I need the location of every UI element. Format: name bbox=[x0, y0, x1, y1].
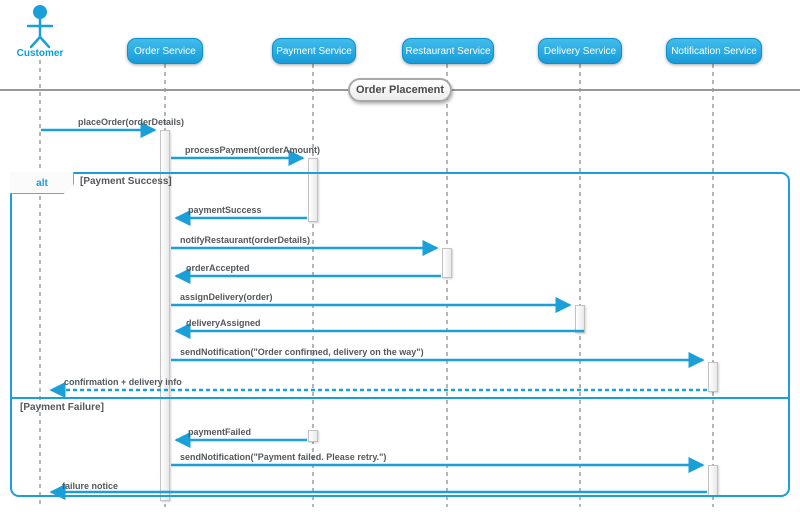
activation-bar-payment-service-1 bbox=[308, 158, 318, 222]
message-label-failure-notice: failure notice bbox=[62, 481, 119, 491]
participant-label: Order Service bbox=[134, 45, 196, 57]
activation-bar-delivery-service bbox=[575, 305, 585, 333]
alt-condition-success: [Payment Success] bbox=[80, 176, 172, 187]
alt-frame bbox=[10, 172, 790, 497]
participant-box-delivery-service: Delivery Service bbox=[538, 38, 622, 64]
message-label-delivery-assigned: deliveryAssigned bbox=[186, 318, 261, 328]
message-label-order-accepted: orderAccepted bbox=[186, 263, 250, 273]
activation-bar-notification-service-1 bbox=[708, 362, 718, 392]
alt-condition-failure: [Payment Failure] bbox=[20, 402, 104, 413]
message-label-send-notification-failed: sendNotification("Payment failed. Please… bbox=[180, 452, 387, 462]
message-label-place-order: placeOrder(orderDetails) bbox=[78, 117, 185, 127]
activation-bar-payment-service-2 bbox=[308, 430, 318, 442]
message-label-send-notification-confirmed: sendNotification("Order confirmed, deliv… bbox=[180, 347, 424, 357]
activation-bar-order-service bbox=[160, 130, 170, 501]
message-label-payment-success: paymentSuccess bbox=[188, 205, 262, 215]
participant-label: Notification Service bbox=[671, 45, 757, 57]
participant-box-restaurant-service: Restaurant Service bbox=[402, 38, 494, 64]
customer-actor-icon bbox=[26, 5, 54, 49]
participant-label: Restaurant Service bbox=[405, 45, 491, 57]
participant-label: Delivery Service bbox=[543, 45, 617, 57]
activation-bar-restaurant-service bbox=[442, 248, 452, 278]
participant-box-payment-service: Payment Service bbox=[272, 38, 356, 64]
participant-box-order-service: Order Service bbox=[127, 38, 203, 64]
alt-operator-label: alt bbox=[36, 177, 48, 189]
section-title: Order Placement bbox=[355, 84, 445, 96]
alt-operator-tab: alt bbox=[10, 172, 74, 194]
actor-figure-layer bbox=[26, 5, 54, 49]
message-label-payment-failed: paymentFailed bbox=[188, 427, 252, 437]
message-label-process-payment: processPayment(orderAmount) bbox=[185, 145, 321, 155]
message-label-notify-restaurant: notifyRestaurant(orderDetails) bbox=[180, 235, 311, 245]
participant-label: Payment Service bbox=[276, 45, 352, 57]
message-label-confirmation-delivery-info: confirmation + delivery info bbox=[64, 377, 182, 387]
section-title-pill: Order Placement bbox=[348, 78, 452, 102]
participant-box-notification-service: Notification Service bbox=[666, 38, 762, 64]
actor-name: Customer bbox=[16, 48, 64, 59]
message-label-assign-delivery: assignDelivery(order) bbox=[180, 292, 273, 302]
